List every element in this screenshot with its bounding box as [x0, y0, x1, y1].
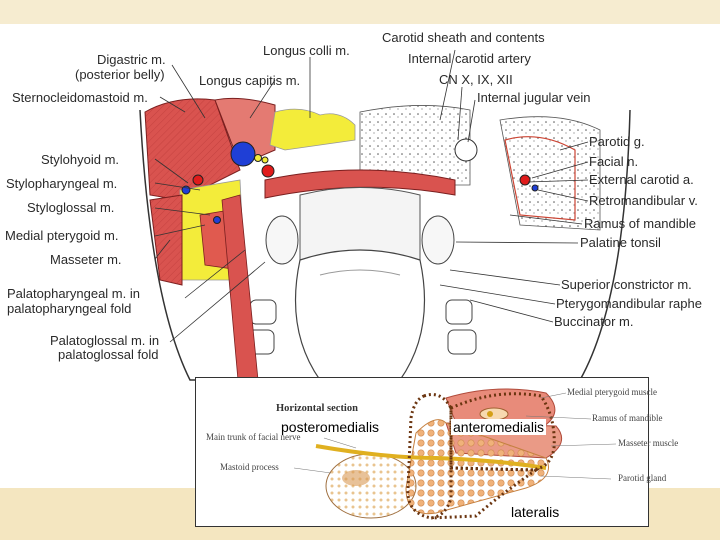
- label-stylopharyngeal: Stylopharyngeal m.: [6, 176, 118, 191]
- inset-label-masseter: Masseter muscle: [618, 438, 679, 448]
- inset-title: Horizontal section: [276, 403, 358, 414]
- label-palatopharyngeal: Palatopharyngeal m. in: [7, 286, 140, 301]
- label-sternocleidomastoid: Sternocleidomastoid m.: [12, 90, 148, 105]
- label-masseter: Masseter m.: [50, 252, 122, 267]
- label-palatoglossal-fold: palatoglossal fold: [58, 347, 159, 362]
- label-digastric-posterior-belly: (posterior belly): [75, 67, 165, 82]
- label-external-carotid-artery: External carotid a.: [589, 172, 694, 187]
- label-parotid-gland: Parotid g.: [589, 134, 645, 149]
- region-label-anteromedialis: anteromedialis: [451, 419, 547, 435]
- label-buccinator: Buccinator m.: [554, 314, 634, 329]
- label-internal-carotid-artery: Internal carotid artery: [408, 51, 531, 66]
- label-styloglossal: Styloglossal m.: [27, 200, 115, 215]
- label-digastric: Digastric m.: [97, 52, 166, 67]
- inset-label-ramus: Ramus of mandible: [592, 413, 663, 423]
- label-longus-capitis: Longus capitis m.: [199, 73, 301, 88]
- label-medial-pterygoid: Medial pterygoid m.: [5, 228, 119, 243]
- inset-label-mastoid-process: Mastoid process: [220, 462, 279, 472]
- label-retromandibular-vein: Retromandibular v.: [589, 193, 698, 208]
- label-superior-constrictor: Superior constrictor m.: [561, 277, 692, 292]
- label-ramus-of-mandible: Ramus of mandible: [584, 216, 696, 231]
- region-label-posteromedialis: posteromedialis: [279, 419, 382, 435]
- inset-label-parotid-gland: Parotid gland: [618, 473, 667, 483]
- label-carotid-sheath: Carotid sheath and contents: [382, 30, 545, 45]
- label-internal-jugular-vein: Internal jugular vein: [477, 90, 591, 105]
- label-palatoglossal: Palatoglossal m. in: [50, 333, 160, 348]
- label-palatine-tonsil: Palatine tonsil: [580, 235, 661, 250]
- label-palatopharyngeal-fold: palatopharyngeal fold: [7, 301, 132, 316]
- label-pterygomandibular-raphe: Pterygomandibular raphe: [556, 296, 702, 311]
- label-stylohyoid: Stylohyoid m.: [41, 152, 120, 167]
- slide-top-band: [0, 0, 720, 24]
- inset-illustration: [293, 388, 617, 520]
- label-cranial-nerves: CN X, IX, XII: [439, 72, 513, 87]
- inset-label-facial-nerve: Main trunk of facial nerve: [206, 432, 301, 442]
- horizontal-section-inset: Horizontal section Medial pterygoid musc…: [195, 377, 678, 527]
- region-label-lateralis: lateralis: [509, 504, 562, 520]
- inset-label-medial-pterygoid: Medial pterygoid muscle: [567, 387, 657, 397]
- label-longus-colli: Longus colli m.: [263, 43, 350, 58]
- label-facial-nerve: Facial n.: [589, 154, 639, 169]
